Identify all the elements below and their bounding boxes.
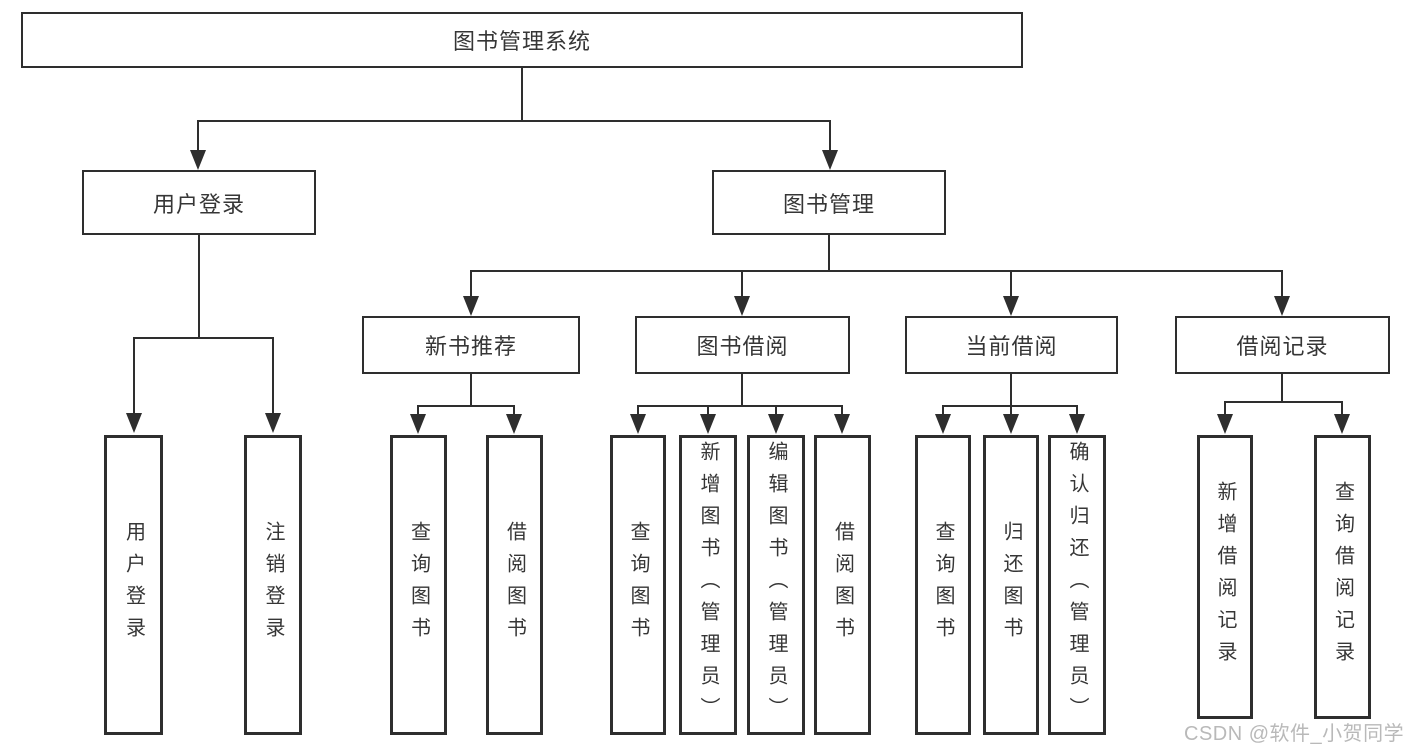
arrowhead-down-icon [265,413,281,433]
arrowhead-down-icon [1003,414,1019,434]
leaf-query-borrow-record: 查询借阅记录 [1314,435,1371,719]
arrowhead-down-icon [935,414,951,434]
leaf-user-login-label: 用户登录 [122,521,145,649]
connector-root-right-drop [829,120,831,151]
connector-user-login-drop-1 [133,337,135,414]
node-library-management-system: 图书管理系统 [21,12,1023,68]
leaf-borrow-books-recommend: 借阅图书 [486,435,543,735]
arrowhead-down-icon [822,150,838,170]
connector-book-mgmt-drop-3 [1010,270,1012,297]
arrowhead-down-icon [1069,414,1085,434]
connector-book-mgmt-crossbar [470,270,1283,272]
arrowhead-down-icon [834,414,850,434]
arrowhead-down-icon [734,296,750,316]
connector-current-borrow-drop-1 [942,405,944,415]
leaf-edit-books-admin: 编辑图书（管理员） [747,435,805,735]
leaf-borrow-books: 借阅图书 [814,435,871,735]
node-book-borrow-label: 图书借阅 [696,334,789,359]
node-user-login-label: 用户登录 [152,191,245,217]
leaf-logout: 注销登录 [244,435,302,735]
connector-book-borrow-drop-2 [707,405,709,415]
arrowhead-down-icon [700,414,716,434]
csdn-watermark: CSDN @软件_小贺同学 [1184,723,1405,745]
arrowhead-down-icon [1334,414,1350,434]
leaf-user-login: 用户登录 [104,435,163,735]
arrowhead-down-icon [1274,296,1290,316]
connector-borrow-records-drop-2 [1341,401,1343,415]
connector-book-mgmt-drop-4 [1281,270,1283,297]
leaf-return-books: 归还图书 [983,435,1039,735]
leaf-logout-label: 注销登录 [262,521,284,649]
leaf-query-books-current: 查询图书 [915,435,971,735]
connector-new-book-stem [470,374,472,405]
connector-root-crossbar [197,120,831,122]
leaf-label: 查询图书 [627,521,649,649]
node-borrowing-records: 借阅记录 [1175,316,1390,374]
leaf-label: 查询图书 [932,521,954,649]
connector-borrow-records-drop-1 [1224,401,1226,415]
connector-root-stem [521,68,523,120]
connector-borrow-records-stem [1281,374,1283,401]
leaf-label: 查询图书 [407,521,430,649]
arrowhead-down-icon [1003,296,1019,316]
node-book-management-label: 图书管理 [782,191,875,217]
connector-user-login-crossbar [133,337,273,339]
leaf-label: 确认归还（管理员） [1066,441,1088,729]
connector-new-book-crossbar [418,405,515,407]
connector-book-borrow-drop-4 [841,405,843,415]
connector-user-login-stem [198,235,200,337]
connector-user-login-drop-2 [272,337,274,414]
node-book-management: 图书管理 [712,170,946,235]
arrowhead-down-icon [190,150,206,170]
arrowhead-down-icon [506,414,522,434]
connector-book-mgmt-stem [828,235,830,270]
arrowhead-down-icon [630,414,646,434]
connector-new-book-drop-2 [513,405,515,415]
arrowhead-down-icon [768,414,784,434]
leaf-label: 归还图书 [1000,521,1022,649]
connector-new-book-drop-1 [417,405,419,415]
arrowhead-down-icon [410,414,426,434]
node-user-login: 用户登录 [82,170,316,235]
connector-current-borrow-drop-3 [1076,405,1078,415]
connector-book-mgmt-drop-1 [470,270,472,297]
root-node-label: 图书管理系统 [452,29,591,54]
connector-book-borrow-stem [741,374,743,405]
connector-root-left-drop [197,120,199,151]
node-book-borrowing: 图书借阅 [635,316,850,374]
node-current-borrowing: 当前借阅 [905,316,1118,374]
leaf-label: 借阅图书 [503,521,526,649]
leaf-label: 查询借阅记录 [1331,481,1354,673]
arrowhead-down-icon [463,296,479,316]
leaf-query-books-recommend: 查询图书 [390,435,447,735]
connector-book-borrow-crossbar [637,405,843,407]
leaf-label: 新增借阅记录 [1214,481,1236,673]
node-borrow-records-label: 借阅记录 [1236,334,1329,359]
connector-current-borrow-stem [1010,374,1012,405]
leaf-label: 新增图书（管理员） [697,441,719,729]
connector-borrow-records-crossbar [1225,401,1343,403]
arrowhead-down-icon [1217,414,1233,434]
arrowhead-down-icon [126,413,142,433]
connector-book-mgmt-drop-2 [741,270,743,297]
leaf-label: 借阅图书 [831,521,854,649]
leaf-add-borrow-record: 新增借阅记录 [1197,435,1253,719]
node-current-borrow-label: 当前借阅 [965,334,1058,359]
connector-book-borrow-drop-3 [775,405,777,415]
node-new-book-recommendation: 新书推荐 [362,316,580,374]
node-new-book-label: 新书推荐 [424,334,517,359]
connector-book-borrow-drop-1 [637,405,639,415]
leaf-add-books-admin: 新增图书（管理员） [679,435,737,735]
leaf-confirm-return-admin: 确认归还（管理员） [1048,435,1106,735]
connector-current-borrow-drop-2 [1010,405,1012,415]
leaf-label: 编辑图书（管理员） [765,441,787,729]
leaf-query-books-borrow: 查询图书 [610,435,666,735]
